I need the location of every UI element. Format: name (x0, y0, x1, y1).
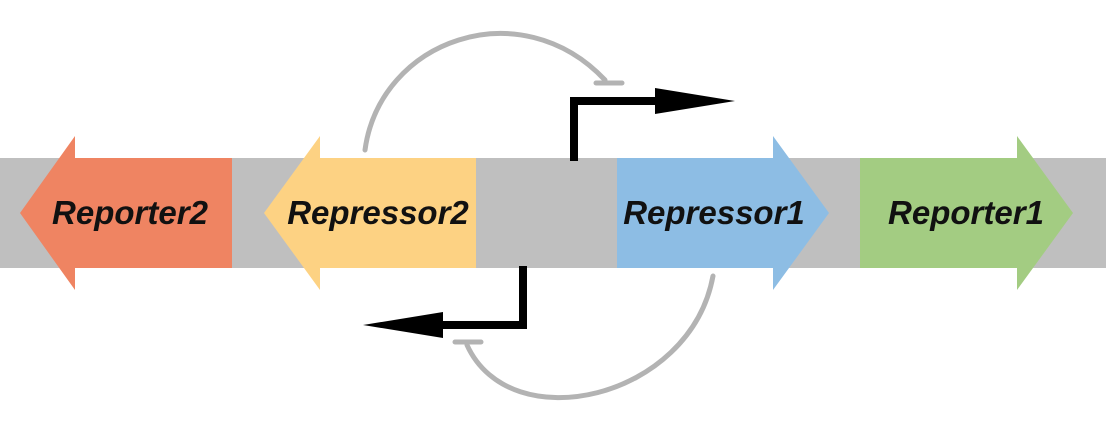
forward-promoter-line (570, 97, 672, 161)
gene-repressor2: Repressor2 (264, 136, 476, 290)
repression-arc-top (362, 31, 625, 153)
reporter1-arrow (860, 136, 1073, 290)
gene-repressor1: Repressor1 (617, 136, 829, 290)
reverse-promoter-arrowhead (363, 312, 443, 338)
gene-reporter1: Reporter1 (860, 136, 1073, 290)
repressor1-arrow (617, 136, 829, 290)
repressor2-label: Repressor2 (287, 194, 469, 231)
reporter2-label: Reporter2 (52, 194, 209, 231)
forward-promoter-arrowhead (655, 88, 735, 114)
reporter2-arrow (20, 136, 232, 290)
reporter1-label: Reporter1 (888, 194, 1044, 231)
repression-arc-bottom-line (464, 273, 716, 401)
forward-promoter (570, 88, 735, 161)
reverse-promoter-line (426, 266, 527, 329)
repression-arc-bottom (452, 273, 716, 401)
gene-reporter2: Reporter2 (20, 136, 232, 290)
repression-arc-top-line (362, 31, 608, 153)
repressor1-label: Repressor1 (623, 194, 805, 231)
reverse-promoter (363, 266, 527, 338)
repressor2-arrow (264, 136, 476, 290)
